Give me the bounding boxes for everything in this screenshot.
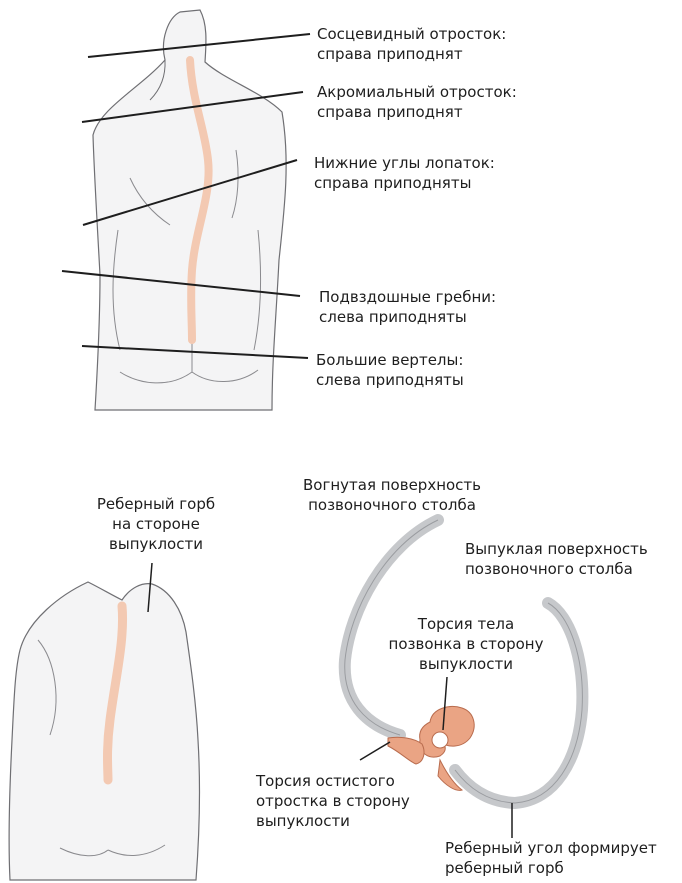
label-iliac-line1: Подвздошные гребни: (319, 287, 496, 307)
label-rib-hump-line3: выпуклости (78, 534, 234, 554)
label-rib-angle-line1: Реберный угол формирует (445, 838, 657, 858)
label-spinous-torsion-line1: Торсия остистого (256, 771, 410, 791)
label-scapula: Нижние углы лопаток: справа приподняты (314, 153, 495, 193)
label-acromion: Акромиальный отросток: справа приподнят (317, 82, 517, 122)
label-scapula-line2: справа приподняты (314, 173, 495, 193)
label-acromion-line1: Акромиальный отросток: (317, 82, 517, 102)
label-concave-line2: позвоночного столба (292, 495, 492, 515)
label-trochanter: Большие вертелы: слева приподняты (316, 350, 464, 390)
label-trochanter-line2: слева приподняты (316, 370, 464, 390)
label-convex-line2: позвоночного столба (465, 559, 648, 579)
label-rib-angle-line2: реберный горб (445, 858, 657, 878)
label-iliac-line2: слева приподняты (319, 307, 496, 327)
forward-bend-figure (9, 582, 199, 880)
label-acromion-line2: справа приподнят (317, 102, 517, 122)
label-trochanter-line1: Большие вертелы: (316, 350, 464, 370)
label-spinous-torsion: Торсия остистого отростка в сторону выпу… (256, 771, 410, 831)
label-convex-line1: Выпуклая поверхность (465, 539, 648, 559)
label-mastoid-line2: справа приподнят (317, 44, 506, 64)
label-rib-angle: Реберный угол формирует реберный горб (445, 838, 657, 878)
back-view-figure (93, 10, 286, 410)
label-body-torsion-line1: Торсия тела (376, 614, 556, 634)
label-body-torsion: Торсия тела позвонка в сторону выпуклост… (376, 614, 556, 674)
label-convex: Выпуклая поверхность позвоночного столба (465, 539, 648, 579)
label-concave-line1: Вогнутая поверхность (292, 475, 492, 495)
label-rib-hump: Реберный горб на стороне выпуклости (78, 494, 234, 554)
label-body-torsion-line3: выпуклости (376, 654, 556, 674)
spinous-process (388, 737, 424, 764)
label-scapula-line1: Нижние углы лопаток: (314, 153, 495, 173)
label-concave: Вогнутая поверхность позвоночного столба (292, 475, 492, 515)
label-mastoid: Сосцевидный отросток: справа приподнят (317, 24, 506, 64)
label-rib-hump-line1: Реберный горб (78, 494, 234, 514)
label-iliac: Подвздошные гребни: слева приподняты (319, 287, 496, 327)
label-spinous-torsion-line3: выпуклости (256, 811, 410, 831)
vertebral-foramen (432, 732, 448, 748)
label-spinous-torsion-line2: отростка в сторону (256, 791, 410, 811)
label-body-torsion-line2: позвонка в сторону (376, 634, 556, 654)
label-rib-hump-line2: на стороне (78, 514, 234, 534)
spinous-torsion-pointer (360, 742, 390, 760)
vertebra-body (420, 707, 475, 758)
label-mastoid-line1: Сосцевидный отросток: (317, 24, 506, 44)
